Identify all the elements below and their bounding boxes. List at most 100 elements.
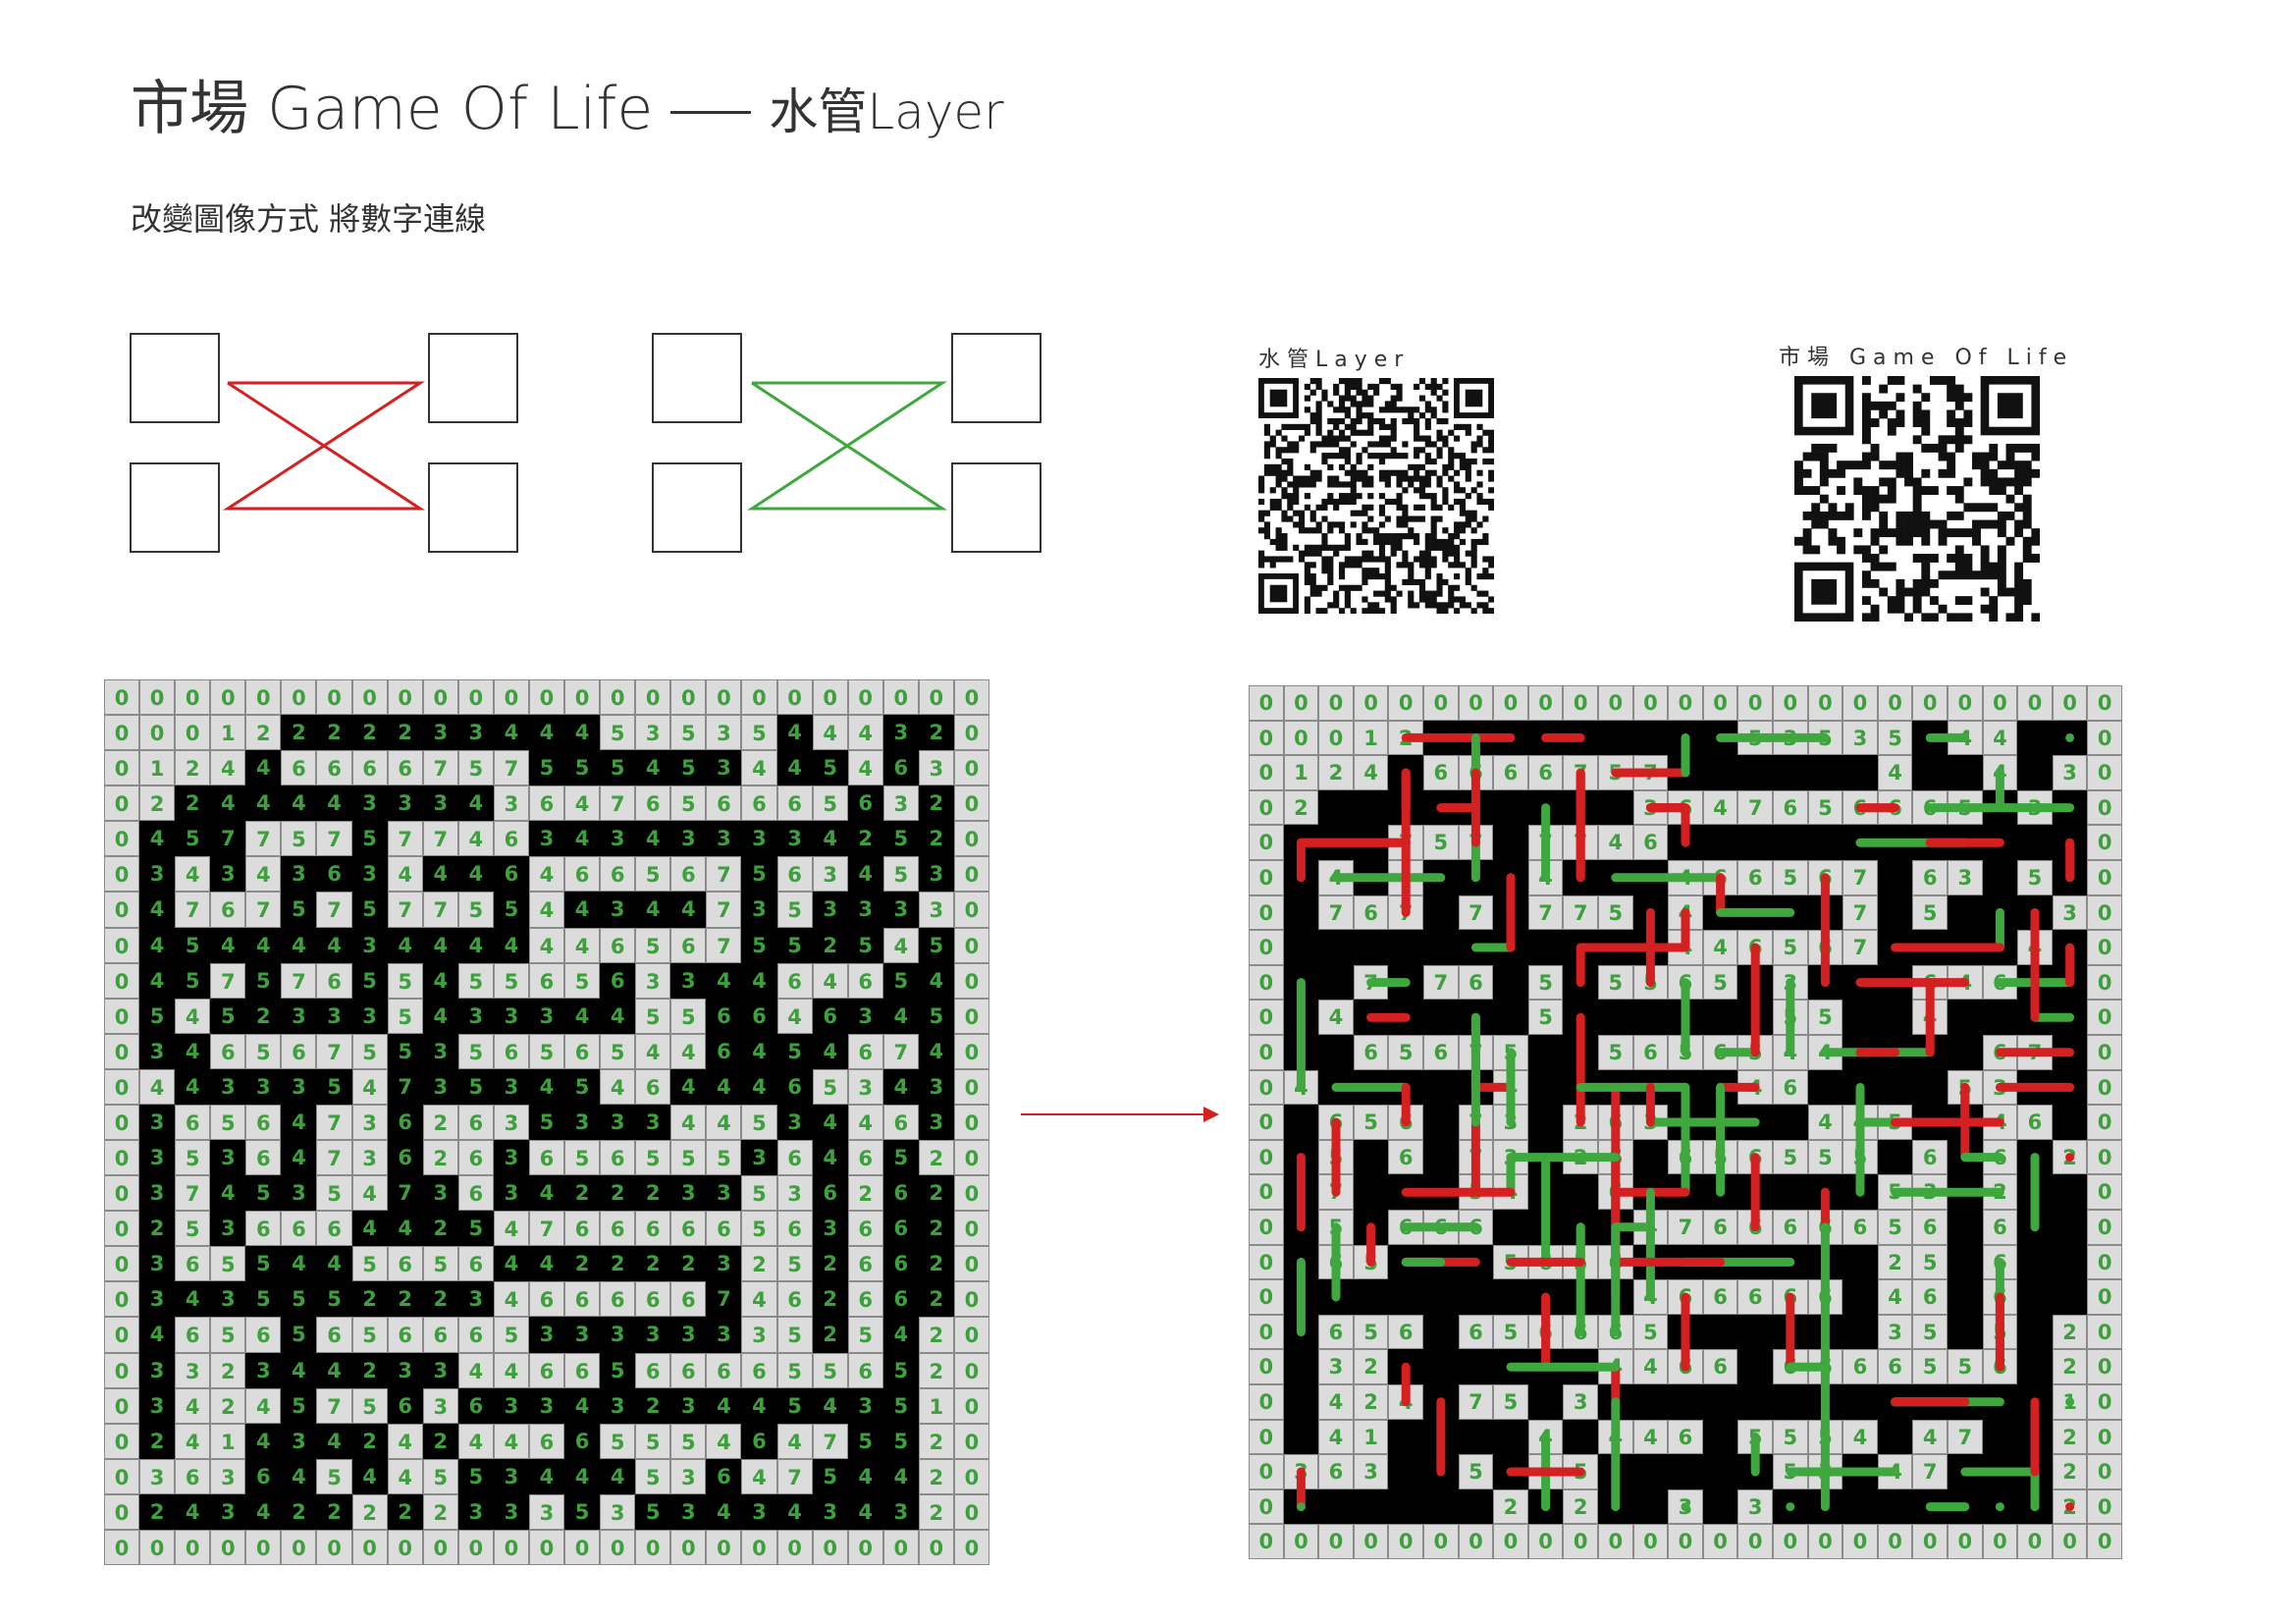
qr-code-icon[interactable] (1794, 376, 2041, 625)
grid-cell: 0 (2087, 894, 2122, 931)
grid-cell: 0 (2087, 1000, 2122, 1035)
grid-cell: 4 (528, 1068, 565, 1105)
grid-cell: 3 (351, 1140, 388, 1176)
grid-cell: 4 (210, 927, 246, 963)
grid-cell: 0 (953, 1104, 989, 1141)
grid-cell (2017, 825, 2053, 860)
grid-cell: 6 (457, 1246, 494, 1282)
grid-cell: 4 (564, 1458, 601, 1494)
grid-cell: 6 (564, 1033, 601, 1069)
grid-cell: 3 (493, 998, 529, 1034)
grid-cell: 3 (918, 856, 954, 893)
grid-cell: 4 (245, 1387, 282, 1424)
grid-cell: 0 (104, 1458, 140, 1494)
grid-cell: 2 (351, 1423, 388, 1459)
grid-cell: 0 (953, 1529, 989, 1565)
grid-cell: 3 (776, 1175, 813, 1212)
grid-cell: 3 (139, 1246, 176, 1282)
qr-code-icon[interactable] (1258, 378, 1495, 618)
grid-cell: 4 (493, 1423, 529, 1459)
grid-cell: 2 (210, 1352, 246, 1388)
grid-cell: 4 (670, 1104, 707, 1141)
grid-cell: 5 (1423, 825, 1459, 860)
grid-cell (1842, 755, 1878, 790)
grid-cell: 5 (245, 962, 282, 999)
grid-cell: 3 (600, 1104, 636, 1141)
grid-cell: 0 (387, 1529, 423, 1565)
grid-cell: 4 (1702, 930, 1738, 965)
grid-cell: 0 (104, 785, 140, 822)
grid-cell: 7 (706, 856, 742, 893)
grid-cell: 2 (351, 1281, 388, 1318)
grid-cell (1737, 1384, 1773, 1420)
grid-cell: 5 (387, 1033, 423, 1069)
grid-cell: 6 (1423, 1035, 1459, 1070)
grid-cell: 3 (918, 750, 954, 786)
grid-cell: 5 (351, 1317, 388, 1353)
grid-cell: 6 (387, 1317, 423, 1353)
grid-cell (1527, 1069, 1564, 1106)
grid-cell: 2 (918, 785, 954, 822)
grid-cell: 5 (1598, 894, 1633, 931)
grid-cell: 0 (953, 1211, 989, 1247)
grid-cell: 0 (1842, 1524, 1878, 1559)
grid-cell: 4 (1807, 1105, 1843, 1140)
grid-cell: 3 (245, 1068, 282, 1105)
grid-cell: 3 (1877, 1314, 1913, 1350)
grid-cell: 6 (1877, 1349, 1913, 1384)
grid-cell: 4 (139, 1068, 176, 1105)
grid-cell: 5 (387, 998, 423, 1034)
grid-cell: 6 (351, 750, 388, 786)
grid-cell: 3 (422, 1352, 458, 1388)
grid-cell: 6 (635, 1281, 671, 1318)
grid-cell: 3 (600, 821, 636, 857)
grid-cell: 0 (1388, 685, 1423, 721)
grid-cell: 2 (245, 998, 282, 1034)
grid-cell: 5 (741, 1104, 777, 1141)
grid-cell: 0 (104, 1423, 140, 1459)
grid-cell: 5 (882, 856, 919, 893)
grid-cell (1458, 1419, 1494, 1455)
grid-cell: 6 (1353, 894, 1389, 931)
grid-cell: 3 (245, 1352, 282, 1388)
grid-cell: 4 (670, 892, 707, 928)
grid-cell (1318, 1035, 1354, 1070)
grid-cell: 0 (1249, 1069, 1284, 1106)
grid-cell: 0 (1249, 1524, 1284, 1559)
transform-arrow (1021, 1107, 1219, 1122)
grid-cell: 0 (281, 1529, 317, 1565)
grid-cell: 6 (1702, 1279, 1738, 1315)
grid-cell: 0 (1249, 930, 1284, 965)
grid-cell: 6 (457, 1175, 494, 1212)
grid-cell: 0 (1249, 1349, 1284, 1384)
grid-cell: 5 (210, 998, 246, 1034)
grid-cell: 5 (1773, 860, 1808, 895)
grid-cell: 7 (1912, 1454, 1948, 1489)
grid-cell: 4 (741, 1458, 777, 1494)
grid-cell: 0 (210, 679, 246, 716)
grid-cell: 6 (1388, 1314, 1423, 1350)
grid-cell: 4 (281, 927, 317, 963)
grid-cell: 3 (918, 1068, 954, 1105)
grid-cell: 3 (528, 1317, 565, 1353)
grid-cell (2017, 1244, 2053, 1280)
grid-cell: 0 (2052, 1524, 2088, 1559)
grid-cell: 0 (175, 715, 211, 751)
grid-cell (1527, 1035, 1564, 1070)
grid-cell: 6 (245, 1140, 282, 1176)
grid-cell: 4 (812, 1387, 848, 1424)
grid-cell: 4 (635, 892, 671, 928)
grid-cell: 6 (1632, 1035, 1669, 1070)
grid-cell: 0 (1249, 1000, 1284, 1035)
grid-cell: 6 (741, 1423, 777, 1459)
grid-cell (1423, 1349, 1459, 1384)
grid-cell: 2 (918, 821, 954, 857)
grid-cell: 5 (812, 785, 848, 822)
grid-cell: 4 (1598, 825, 1633, 860)
grid-cell: 7 (422, 750, 458, 786)
grid-cell: 0 (918, 679, 954, 716)
grid-cell (1912, 755, 1948, 790)
grid-cell: 4 (741, 750, 777, 786)
grid-cell: 4 (706, 1493, 742, 1530)
grid-cell: 0 (953, 1317, 989, 1353)
